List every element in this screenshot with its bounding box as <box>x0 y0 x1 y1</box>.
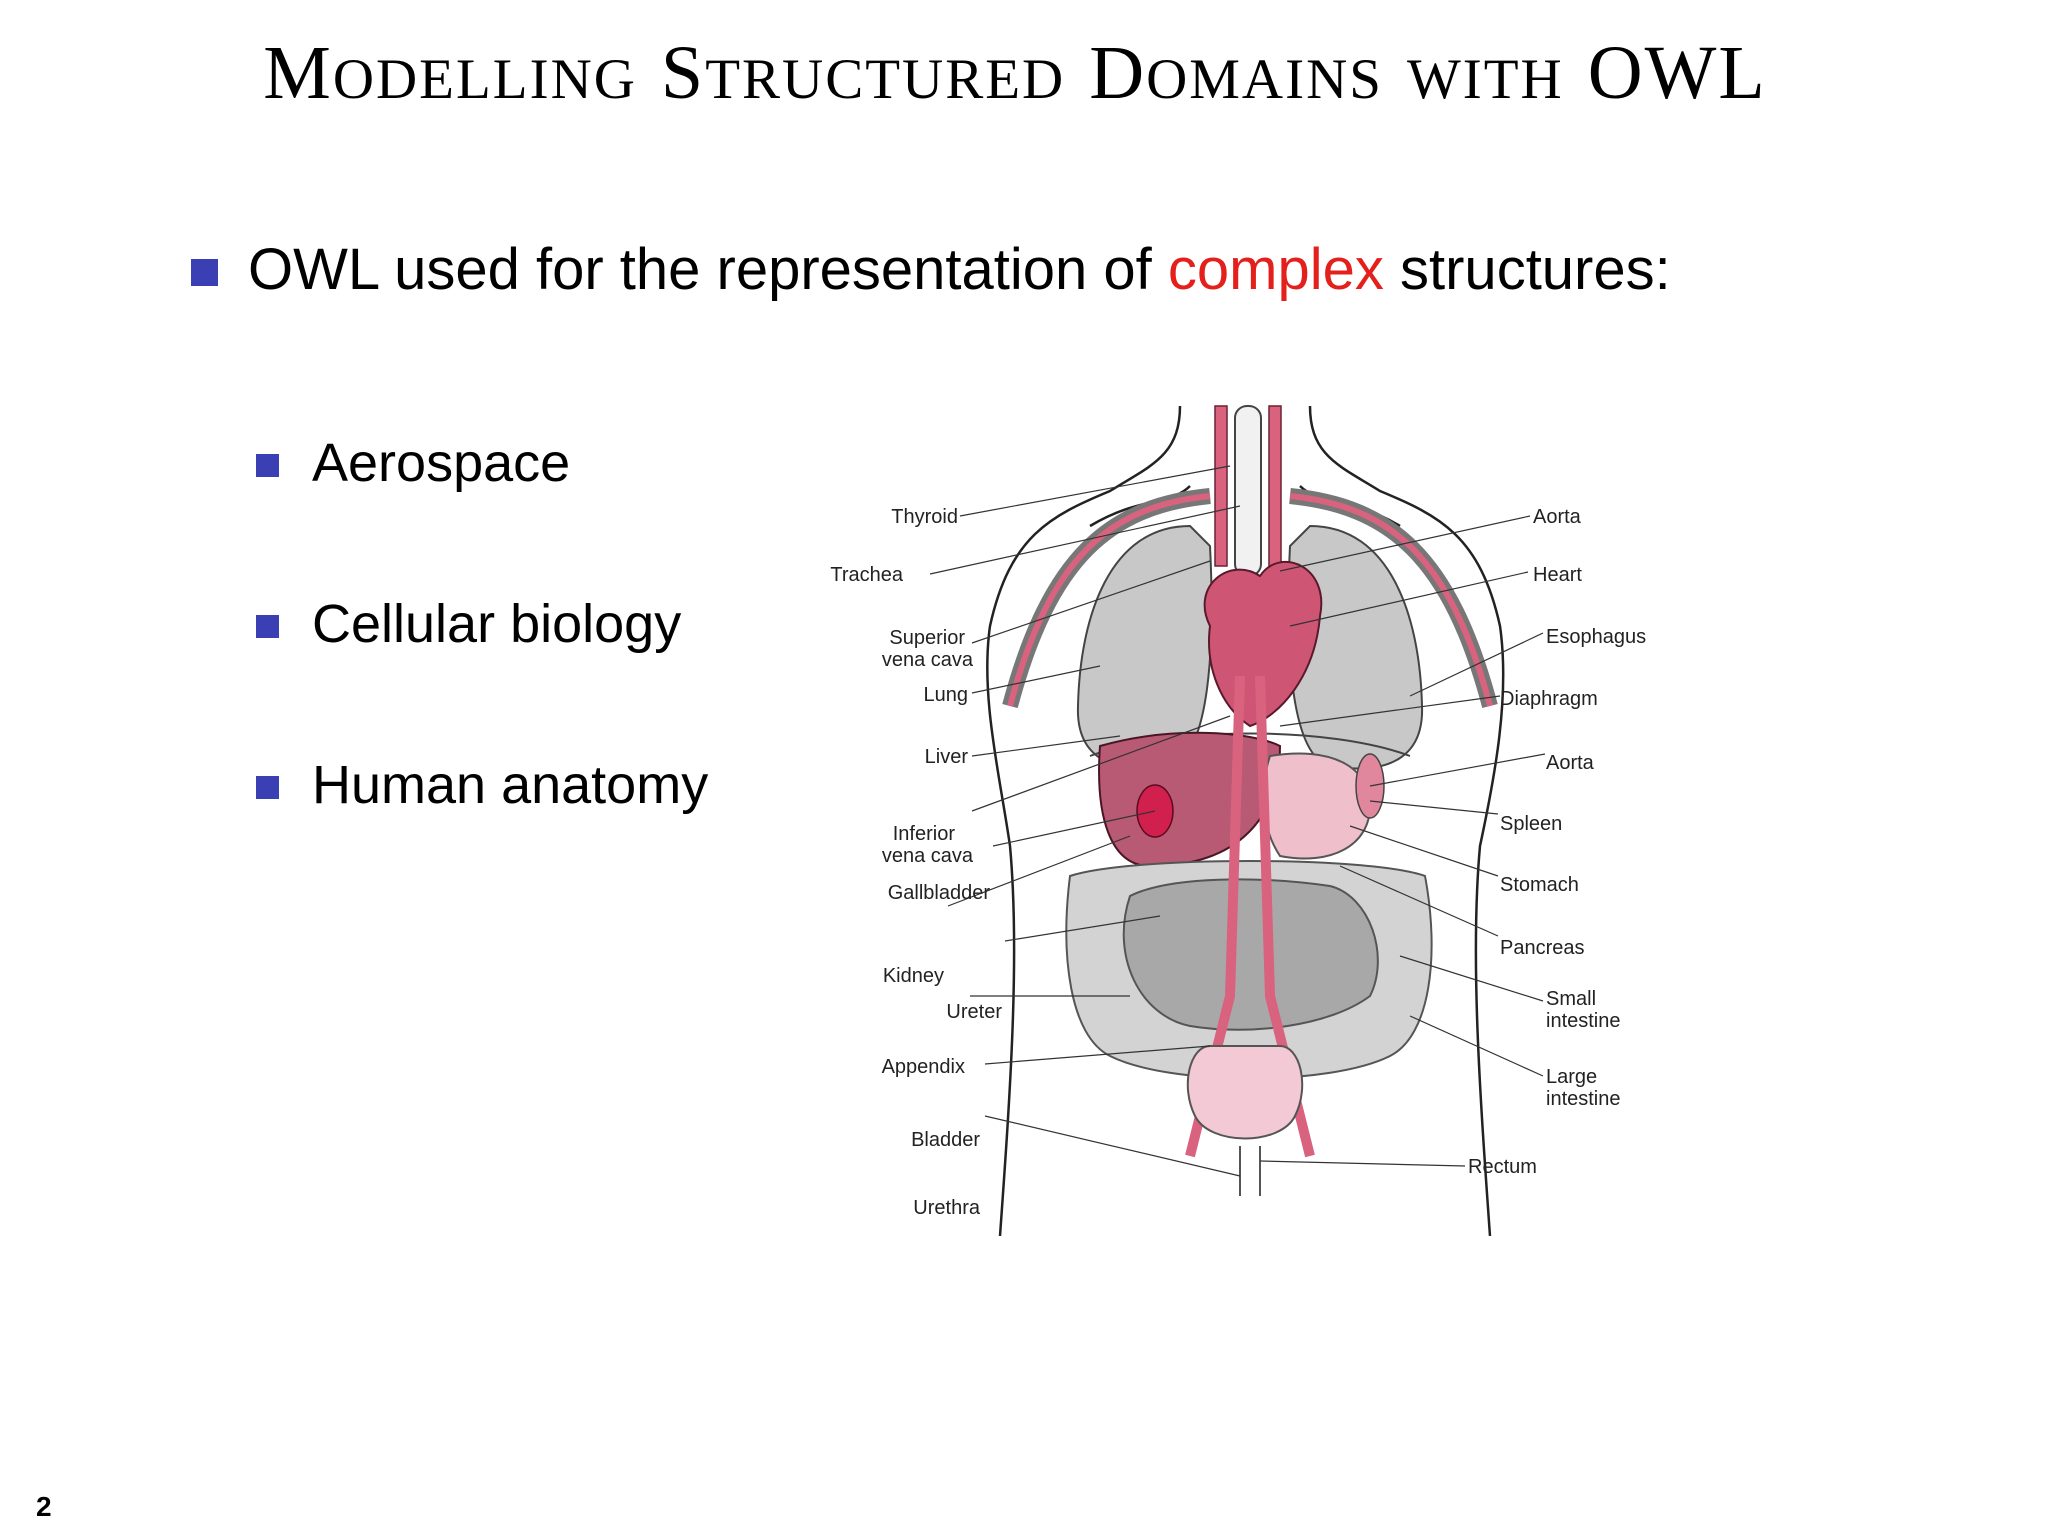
label-liver: Liver <box>925 746 969 768</box>
label-urethra: Urethra <box>913 1197 981 1219</box>
label-trachea: Trachea <box>830 564 904 586</box>
heart-shape <box>1203 560 1323 728</box>
label-aorta-upper: Aorta <box>1533 506 1582 528</box>
label-thyroid: Thyroid <box>891 506 958 528</box>
right-vessel-core-shape <box>1289 493 1493 707</box>
human-anatomy-diagram: Thyroid Trachea Superior vena cava Lung … <box>830 405 1646 1236</box>
label-small: Small <box>1546 988 1596 1010</box>
main-bullet: OWL used for the representation of compl… <box>191 236 1671 303</box>
bullet-square-icon <box>256 454 279 477</box>
label-ureter: Ureter <box>946 1001 1002 1023</box>
liver-shape <box>1098 731 1282 868</box>
label-large: Large <box>1546 1066 1597 1088</box>
sub-bullet-human-anatomy: Human anatomy <box>256 754 708 915</box>
label-inferior: Inferior <box>893 823 956 845</box>
label-small-intestine: intestine <box>1546 1010 1621 1032</box>
page-number: 2 <box>36 1491 52 1522</box>
label-bladder: Bladder <box>911 1129 980 1151</box>
sub-bullet-list: Aerospace Cellular biology Human anatomy <box>256 432 708 915</box>
label-vena-cava-superior: vena cava <box>882 649 974 671</box>
label-gallbladder: Gallbladder <box>888 882 991 904</box>
right-labels: Aorta Heart Esophagus Diaphragm Aorta Sp… <box>1468 506 1646 1178</box>
bullet-square-icon <box>256 776 279 799</box>
sub-bullet-cellular-biology: Cellular biology <box>256 593 708 754</box>
bullet-square-icon <box>191 259 218 286</box>
label-vena-cava-inferior: vena cava <box>882 845 974 867</box>
label-spleen: Spleen <box>1500 813 1562 835</box>
sub-bullet-aerospace: Aerospace <box>256 432 708 593</box>
carotid-shape <box>1268 405 1282 567</box>
label-diaphragm: Diaphragm <box>1500 688 1598 710</box>
label-esophagus: Esophagus <box>1546 626 1646 648</box>
stomach-shape <box>1262 752 1372 860</box>
label-aorta-lower: Aorta <box>1546 752 1595 774</box>
vena-cava-upper-shape <box>1214 405 1228 567</box>
label-lung: Lung <box>924 684 969 706</box>
label-large-intestine: intestine <box>1546 1088 1621 1110</box>
label-rectum: Rectum <box>1468 1156 1537 1178</box>
bullet-square-icon <box>256 615 279 638</box>
trachea-shape <box>1234 405 1262 577</box>
label-stomach: Stomach <box>1500 874 1579 896</box>
label-appendix: Appendix <box>882 1056 965 1078</box>
leader-lines <box>929 465 1546 1177</box>
small-intestine-shape <box>1122 878 1379 1031</box>
urethra-shape <box>1239 1146 1261 1196</box>
label-heart: Heart <box>1533 564 1582 586</box>
left-labels: Thyroid Trachea Superior vena cava Lung … <box>830 506 1002 1219</box>
label-pancreas: Pancreas <box>1500 937 1585 959</box>
bladder-shape <box>1186 1045 1304 1140</box>
label-kidney: Kidney <box>883 965 944 987</box>
highlight-word: complex <box>1167 237 1384 302</box>
left-vessel-core-shape <box>1007 493 1211 707</box>
label-superior: Superior <box>889 627 965 649</box>
